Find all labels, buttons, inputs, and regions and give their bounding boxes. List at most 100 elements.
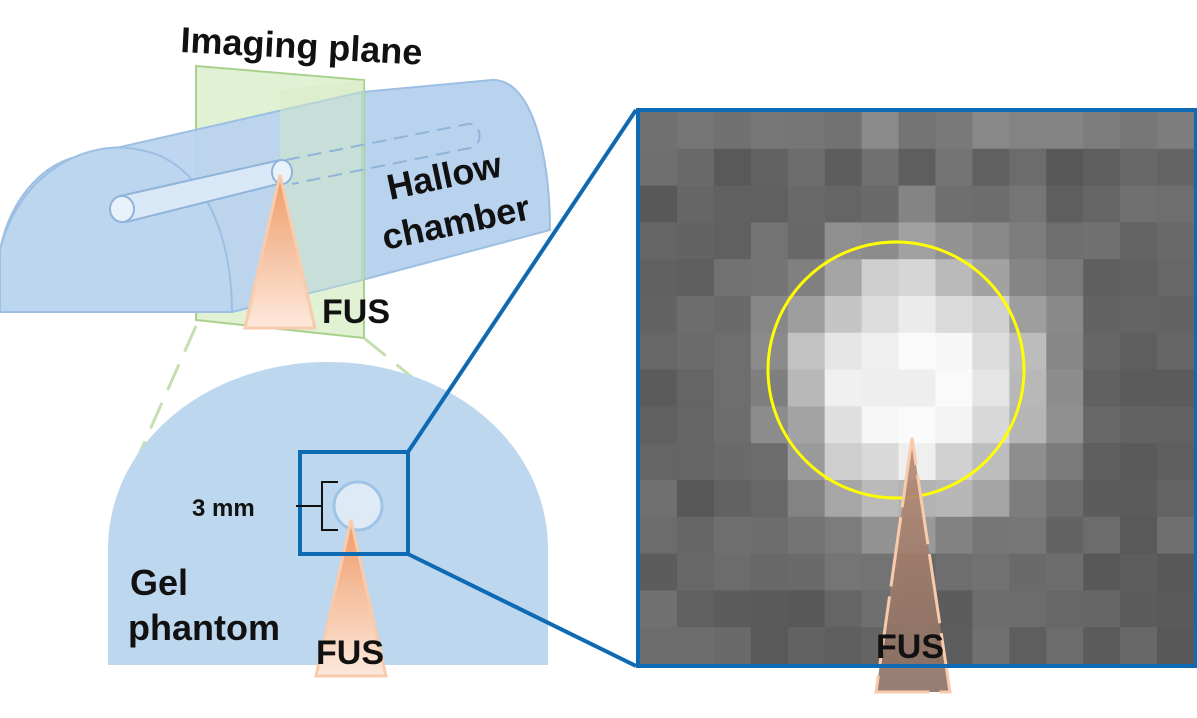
image-pixel bbox=[713, 222, 752, 260]
image-pixel bbox=[750, 590, 789, 628]
image-pixel bbox=[676, 296, 715, 334]
image-pixel bbox=[713, 443, 752, 481]
image-pixel bbox=[972, 332, 1010, 371]
fus-label-top: FUS bbox=[322, 293, 390, 331]
image-pixel bbox=[1046, 406, 1084, 444]
image-pixel bbox=[1009, 406, 1047, 444]
image-pixel bbox=[1157, 185, 1194, 223]
image-pixel bbox=[787, 516, 826, 555]
image-pixel bbox=[935, 332, 973, 371]
image-pixel bbox=[787, 627, 826, 664]
image-pixel bbox=[1157, 332, 1194, 371]
image-pixel bbox=[713, 332, 752, 371]
image-pixel bbox=[640, 332, 678, 371]
image-pixel bbox=[1009, 590, 1047, 628]
image-pixel bbox=[1046, 516, 1084, 555]
chamber-far-dome bbox=[361, 78, 552, 282]
image-pixel bbox=[1009, 259, 1047, 297]
phantom-label-line1: Gel bbox=[130, 562, 188, 603]
image-pixel bbox=[676, 185, 715, 223]
image-pixel bbox=[898, 148, 937, 187]
image-pixel bbox=[972, 627, 1010, 664]
image-pixel bbox=[1120, 590, 1158, 628]
image-pixel bbox=[1046, 480, 1084, 518]
zoom-box bbox=[298, 450, 410, 556]
image-pixel bbox=[1009, 332, 1047, 371]
image-pixel bbox=[935, 222, 973, 260]
image-pixel bbox=[1083, 259, 1121, 297]
image-pixel bbox=[824, 627, 863, 664]
image-pixel bbox=[1083, 185, 1121, 223]
image-pixel bbox=[750, 185, 789, 223]
image-pixel bbox=[750, 406, 789, 444]
image-pixel bbox=[824, 369, 863, 407]
image-pixel bbox=[750, 553, 789, 591]
image-pixel bbox=[972, 590, 1010, 628]
image-pixel bbox=[935, 590, 973, 628]
image-pixel bbox=[898, 259, 937, 297]
fus-cone-top bbox=[243, 174, 317, 330]
image-pixel bbox=[861, 148, 900, 187]
image-pixel bbox=[1157, 627, 1194, 664]
image-pixel bbox=[713, 148, 752, 187]
image-pixel bbox=[1157, 296, 1194, 334]
projection-line-right bbox=[363, 336, 441, 402]
image-pixel bbox=[1120, 443, 1158, 481]
image-pixel bbox=[750, 148, 789, 187]
image-pixel bbox=[640, 259, 678, 297]
image-pixel bbox=[861, 369, 900, 407]
image-pixel bbox=[1120, 185, 1158, 223]
fus-label-bottom: FUS bbox=[316, 634, 384, 672]
image-pixel bbox=[640, 296, 678, 334]
image-pixel bbox=[861, 406, 900, 444]
fus-cone-bottom bbox=[314, 519, 388, 678]
image-pixel bbox=[1083, 553, 1121, 591]
image-pixel bbox=[1009, 369, 1047, 407]
image-pixel bbox=[713, 553, 752, 591]
image-pixel bbox=[972, 222, 1010, 260]
image-pixel bbox=[713, 590, 752, 628]
image-pixel bbox=[1083, 627, 1121, 664]
image-pixel bbox=[1157, 516, 1194, 555]
fus-cone-inset bbox=[874, 437, 952, 694]
image-pixel bbox=[787, 112, 826, 150]
image-pixel bbox=[1009, 480, 1047, 518]
image-pixel bbox=[1120, 259, 1158, 297]
image-pixel bbox=[787, 332, 826, 371]
image-pixel bbox=[1046, 259, 1084, 297]
pixel-image bbox=[640, 112, 1194, 664]
image-pixel bbox=[1046, 296, 1084, 334]
image-pixel bbox=[1046, 185, 1084, 223]
image-pixel bbox=[1157, 369, 1194, 407]
image-pixel bbox=[1009, 553, 1047, 591]
image-pixel bbox=[1009, 185, 1047, 223]
image-pixel bbox=[640, 553, 678, 591]
image-pixel bbox=[1083, 406, 1121, 444]
image-pixel bbox=[935, 185, 973, 223]
phantom-label-line2: phantom bbox=[128, 607, 280, 648]
image-pixel bbox=[676, 516, 715, 555]
image-pixel bbox=[640, 480, 678, 518]
image-pixel bbox=[676, 332, 715, 371]
image-pixel bbox=[861, 332, 900, 371]
image-pixel bbox=[676, 406, 715, 444]
image-pixel bbox=[972, 259, 1010, 297]
image-pixel bbox=[1009, 222, 1047, 260]
image-pixel bbox=[1083, 332, 1121, 371]
image-pixel bbox=[676, 590, 715, 628]
image-pixel bbox=[1009, 148, 1047, 187]
image-pixel bbox=[676, 443, 715, 481]
image-pixel bbox=[1046, 112, 1084, 150]
image-pixel bbox=[861, 443, 900, 481]
image-pixel bbox=[713, 406, 752, 444]
image-pixel bbox=[824, 185, 863, 223]
inset-frame bbox=[636, 108, 1197, 668]
image-pixel bbox=[676, 627, 715, 664]
image-pixel bbox=[935, 112, 973, 150]
image-pixel bbox=[935, 369, 973, 407]
hollow-channel-circle bbox=[332, 480, 384, 532]
image-pixel bbox=[898, 406, 937, 444]
image-pixel bbox=[1120, 480, 1158, 518]
image-pixel bbox=[1120, 148, 1158, 187]
image-pixel bbox=[824, 112, 863, 150]
